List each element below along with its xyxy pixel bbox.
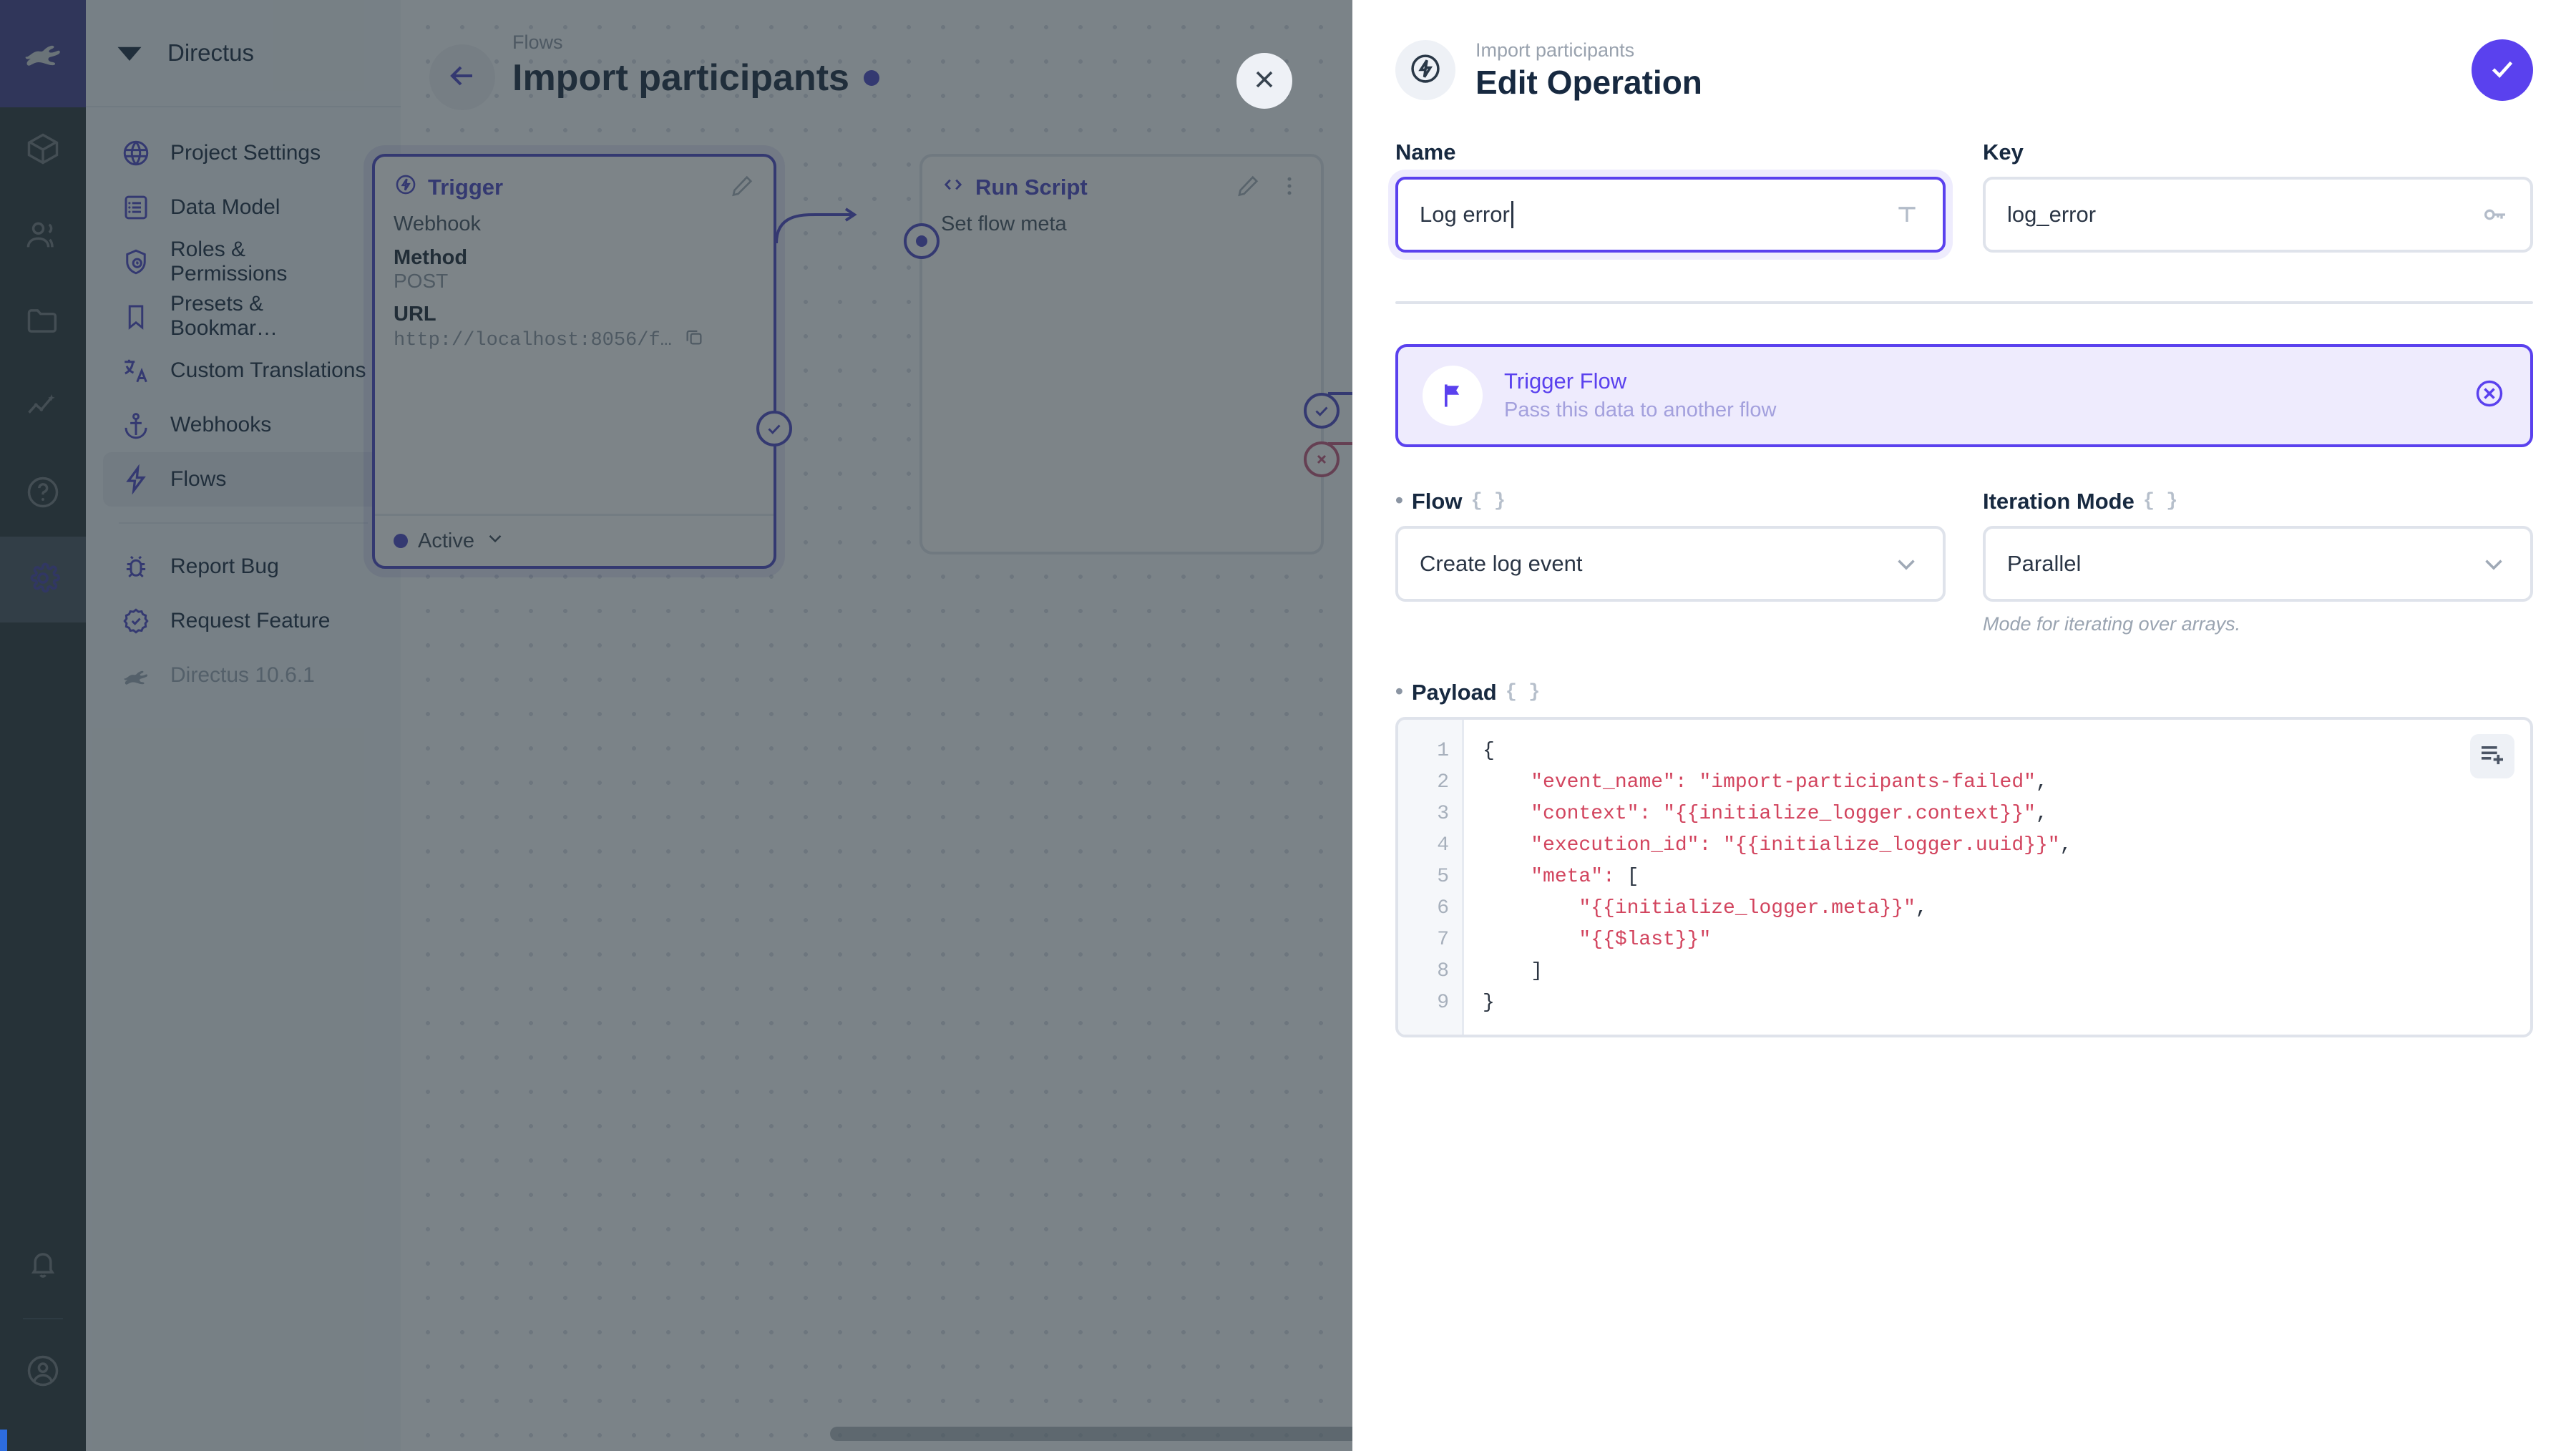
close-drawer-button[interactable] bbox=[1236, 53, 1292, 109]
iteration-label-text: Iteration Mode bbox=[1983, 488, 2135, 514]
drawer-header: Import participants Edit Operation bbox=[1352, 0, 2576, 102]
operation-card-subtitle: Pass this data to another flow bbox=[1504, 399, 1777, 422]
name-input-value: Log error bbox=[1420, 201, 1510, 227]
flow-label: • Flow { } bbox=[1395, 487, 1506, 514]
text-format-icon bbox=[1893, 200, 1921, 229]
cancel-circle-icon bbox=[2473, 377, 2506, 414]
name-key-row: Name Log error Key log_error bbox=[1395, 140, 2533, 253]
name-label: Name bbox=[1395, 139, 1456, 165]
form-divider bbox=[1395, 301, 2533, 304]
payload-label-text: Payload bbox=[1411, 679, 1497, 705]
operation-card-title: Trigger Flow bbox=[1504, 368, 1627, 394]
iteration-mode-select[interactable]: Parallel bbox=[1983, 525, 2533, 602]
insert-variable-button[interactable] bbox=[2470, 733, 2514, 778]
close-icon bbox=[1250, 65, 1279, 97]
flow-label-text: Flow bbox=[1411, 488, 1463, 514]
bolt-circle-icon bbox=[1407, 51, 1443, 90]
drawer-title: Edit Operation bbox=[1475, 63, 1702, 101]
clear-operation-button[interactable] bbox=[2473, 377, 2506, 414]
save-button[interactable] bbox=[2472, 39, 2533, 102]
name-field-group: Name Log error bbox=[1395, 140, 1946, 253]
flow-select[interactable]: Create log event bbox=[1395, 525, 1946, 602]
check-icon bbox=[2486, 52, 2519, 89]
braces-icon: { } bbox=[1470, 490, 1506, 512]
key-input[interactable]: log_error bbox=[1983, 176, 2533, 253]
chevron-down-icon bbox=[1891, 549, 1921, 579]
flow-iteration-row: • Flow { } Create log event Iteration Mo… bbox=[1395, 489, 2533, 635]
key-label: Key bbox=[1983, 139, 2024, 165]
iteration-hint: Mode for iterating over arrays. bbox=[1983, 612, 2241, 635]
key-icon bbox=[2480, 200, 2509, 229]
key-input-value: log_error bbox=[2007, 201, 2097, 227]
flag-icon bbox=[1423, 365, 1483, 426]
payload-label: • Payload { } bbox=[1395, 678, 1541, 705]
edit-operation-drawer: Import participants Edit Operation Name … bbox=[1352, 0, 2576, 1451]
operation-type-badge bbox=[1395, 40, 1455, 101]
iteration-field-group: Iteration Mode { } Parallel Mode for ite… bbox=[1983, 489, 2533, 635]
chevron-down-icon bbox=[2479, 549, 2509, 579]
text-cursor bbox=[1511, 200, 1513, 228]
braces-icon: { } bbox=[2142, 490, 2178, 512]
code-content[interactable]: { "event_name": "import-participants-fai… bbox=[1483, 739, 2072, 1014]
iteration-select-value: Parallel bbox=[2007, 550, 2082, 576]
iteration-label: Iteration Mode { } bbox=[1983, 489, 2533, 514]
playlist-add-icon bbox=[2478, 740, 2507, 772]
key-field-group: Key log_error bbox=[1983, 140, 2533, 253]
operation-form: Name Log error Key log_error bbox=[1352, 102, 2576, 1037]
flow-select-value: Create log event bbox=[1420, 550, 1583, 576]
window-edge-accent bbox=[0, 1430, 7, 1451]
operation-type-card[interactable]: Trigger Flow Pass this data to another f… bbox=[1395, 343, 2533, 447]
drawer-backdrop[interactable] bbox=[0, 0, 1352, 1451]
drawer-breadcrumb: Import participants bbox=[1475, 39, 1635, 61]
flow-field-group: • Flow { } Create log event bbox=[1395, 489, 1946, 635]
braces-icon: { } bbox=[1505, 681, 1541, 703]
name-input[interactable]: Log error bbox=[1395, 176, 1946, 253]
